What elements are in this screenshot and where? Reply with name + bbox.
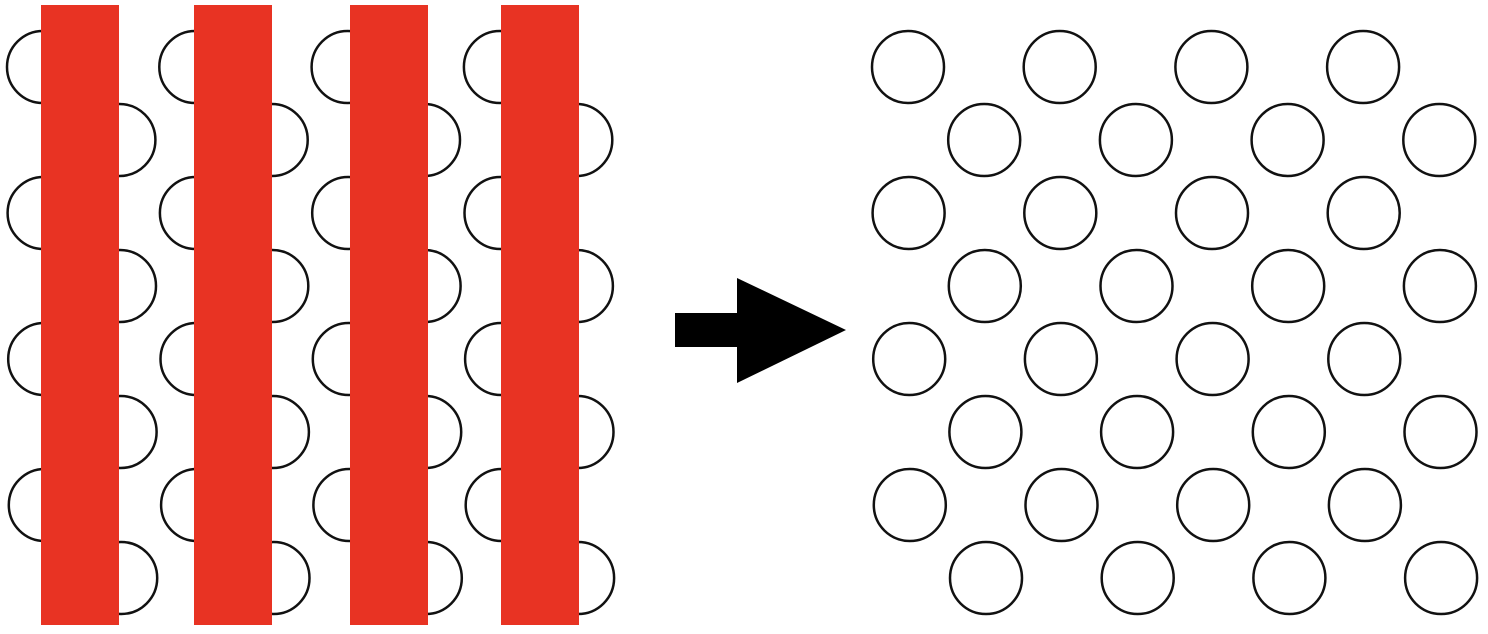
left-panel xyxy=(5,5,616,625)
arrow-head xyxy=(737,278,846,383)
right-grid-circle xyxy=(947,248,1023,324)
red-bar xyxy=(350,5,428,625)
right-grid-circle xyxy=(1175,321,1250,397)
right-grid-circle xyxy=(1024,467,1099,543)
right-grid-circle xyxy=(872,467,948,543)
right-grid-circle xyxy=(948,540,1024,616)
right-grid-circle xyxy=(1099,394,1175,470)
right-grid-circle xyxy=(1250,248,1326,324)
right-grid-circle xyxy=(871,175,946,251)
right-grid-circle xyxy=(946,102,1022,178)
right-grid-circle xyxy=(1327,467,1403,543)
right-grid-circle xyxy=(1023,321,1099,397)
right-arrow-icon xyxy=(675,278,846,383)
right-grid-circle xyxy=(1174,29,1249,105)
right-grid-circle xyxy=(1098,102,1174,178)
red-bar xyxy=(501,5,579,625)
right-circle-grid xyxy=(870,29,1479,616)
right-grid-circle xyxy=(1175,467,1251,543)
right-panel xyxy=(870,29,1479,616)
right-grid-circle xyxy=(1402,248,1478,324)
right-grid-circle xyxy=(1099,248,1174,324)
red-bar xyxy=(194,5,272,625)
right-grid-circle xyxy=(1403,540,1479,616)
right-grid-circle xyxy=(1250,102,1325,178)
arrow-shaft xyxy=(675,313,741,347)
right-grid-circle xyxy=(1023,175,1098,251)
right-grid-circle xyxy=(1100,540,1175,616)
right-grid-circle xyxy=(1252,540,1327,616)
right-grid-circle xyxy=(1325,29,1401,105)
right-grid-circle xyxy=(1174,175,1250,251)
right-grid-circle xyxy=(1022,29,1097,105)
right-grid-circle xyxy=(1402,102,1477,178)
red-bar xyxy=(41,5,119,625)
right-grid-circle xyxy=(1326,175,1401,251)
right-grid-circle xyxy=(1403,394,1478,470)
red-bar-group xyxy=(41,5,579,625)
right-grid-circle xyxy=(1251,394,1327,470)
right-grid-circle xyxy=(1327,321,1402,397)
right-grid-circle xyxy=(870,29,946,105)
right-grid-circle xyxy=(948,394,1023,470)
right-grid-circle xyxy=(871,321,947,397)
